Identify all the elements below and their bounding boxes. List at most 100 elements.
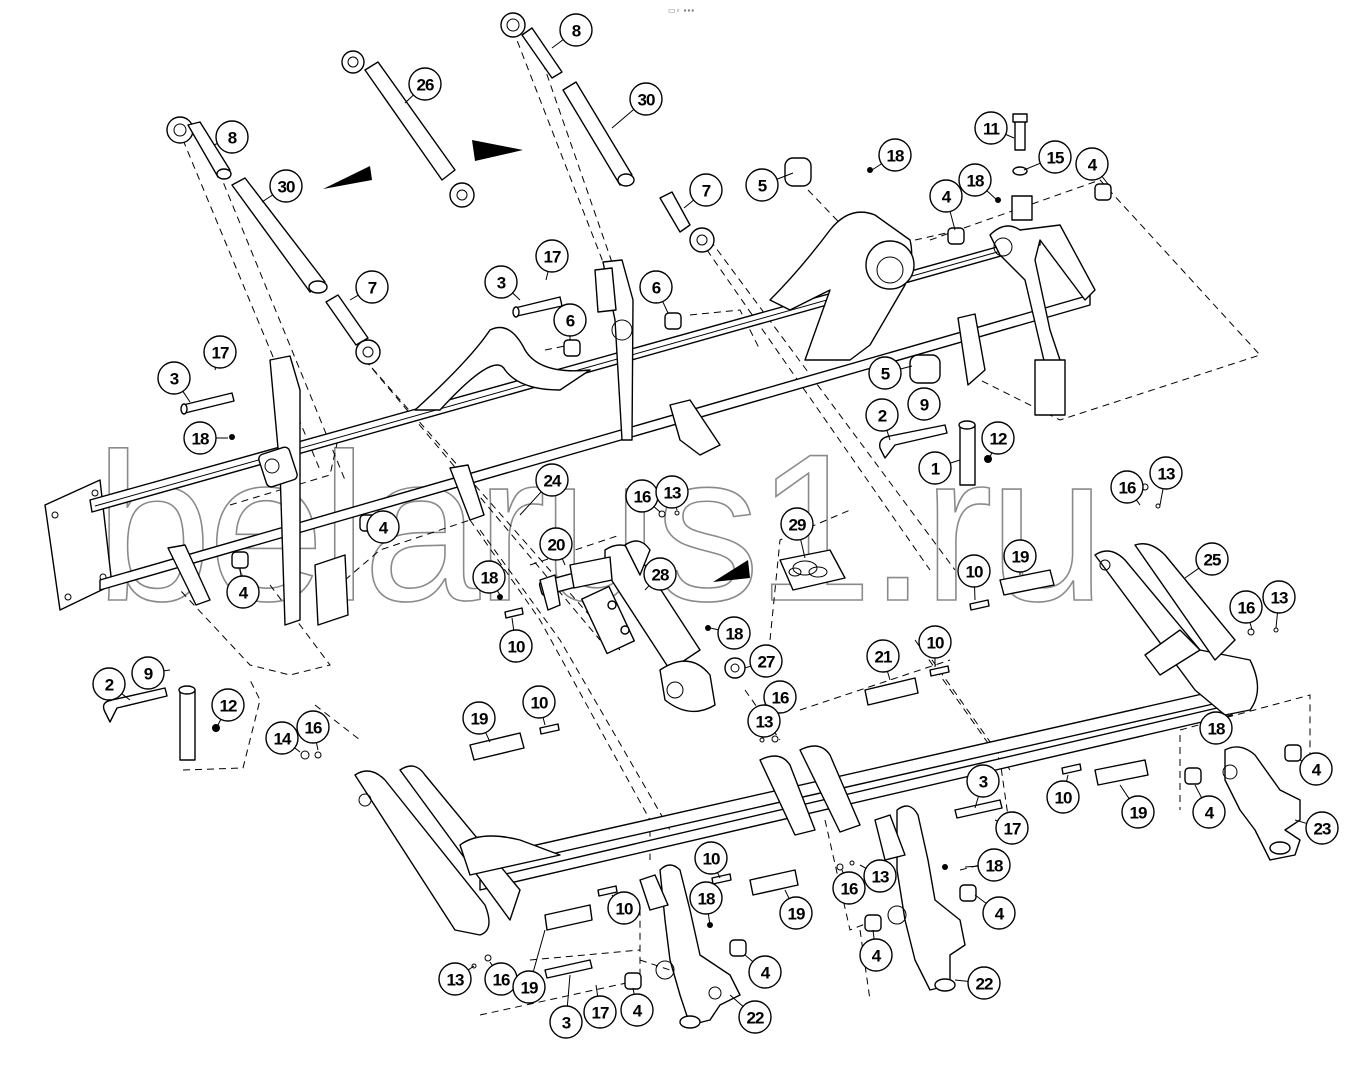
callout-circle xyxy=(629,82,663,116)
callout-leader-line xyxy=(1023,162,1041,171)
callout-leader-line xyxy=(261,194,273,203)
callout-circle xyxy=(749,644,783,678)
callout-number: 18 xyxy=(967,172,984,191)
callout-number: 3 xyxy=(562,1014,571,1033)
part-callout-4: 4 xyxy=(1075,147,1109,185)
part-callout-2: 2 xyxy=(92,667,131,701)
callout-leader-line xyxy=(964,865,979,868)
callout-leader-line xyxy=(239,567,242,577)
lift-arm-22-left[interactable] xyxy=(639,864,741,1029)
part-callout-18: 18 xyxy=(1199,711,1233,745)
callout-circle xyxy=(438,962,472,996)
part-callout-17: 17 xyxy=(203,335,237,371)
callout-number: 16 xyxy=(1119,479,1136,498)
part-callout-17: 17 xyxy=(535,239,569,281)
callout-number: 28 xyxy=(652,566,669,585)
callout-circle xyxy=(863,859,897,893)
callout-leader-line xyxy=(1135,499,1141,506)
callout-circle xyxy=(643,557,677,591)
lift-arm-23[interactable] xyxy=(1222,746,1301,861)
callout-circle xyxy=(1262,580,1296,614)
callout-circle xyxy=(203,335,237,369)
callout-leader-line xyxy=(489,961,493,966)
callout-number: 16 xyxy=(1238,599,1255,618)
callout-leader-line xyxy=(566,974,571,1007)
top-link-center-26[interactable] xyxy=(341,50,475,208)
callout-leader-line xyxy=(217,719,222,726)
callout-number: 4 xyxy=(761,964,771,983)
callout-circle xyxy=(717,616,751,650)
part-callout-13: 13 xyxy=(438,962,475,996)
callout-leader-line xyxy=(1005,133,1015,139)
callout-leader-line xyxy=(561,558,566,566)
part-callout-21: 21 xyxy=(866,639,900,681)
part-callout-7: 7 xyxy=(349,270,389,304)
part-callout-8: 8 xyxy=(551,13,593,49)
callout-leader-line xyxy=(1066,774,1069,782)
callout-number: 4 xyxy=(239,584,249,603)
callout-circle xyxy=(747,704,781,738)
callout-number: 4 xyxy=(1088,156,1098,175)
callout-number: 16 xyxy=(634,488,651,507)
callout-number: 17 xyxy=(212,344,229,363)
callout-circle xyxy=(966,764,1000,798)
callout-number: 4 xyxy=(995,905,1005,924)
callout-circle xyxy=(780,507,814,541)
part-callout-4: 4 xyxy=(744,954,782,989)
callout-circle xyxy=(131,656,165,690)
callout-circle xyxy=(1038,140,1072,174)
callout-circle xyxy=(1046,780,1080,814)
callout-circle xyxy=(157,361,191,395)
callout-leader-line xyxy=(532,929,546,972)
top-link-right[interactable] xyxy=(500,12,715,253)
callout-number: 10 xyxy=(927,634,944,653)
callout-circle xyxy=(583,995,617,1029)
callout-circle xyxy=(1075,147,1109,181)
callout-number: 13 xyxy=(1158,465,1175,484)
callout-leader-line xyxy=(653,506,661,513)
callout-number: 3 xyxy=(979,773,988,792)
callout-number: 6 xyxy=(652,279,661,298)
callout-circle xyxy=(535,239,569,273)
top-link-left[interactable] xyxy=(166,116,381,365)
callout-circle xyxy=(745,168,779,202)
part-callout-4: 4 xyxy=(929,179,963,231)
part-callout-4: 4 xyxy=(974,894,1016,930)
part-callout-19: 19 xyxy=(462,701,496,743)
part-callout-10: 10 xyxy=(957,554,991,601)
callout-circle xyxy=(607,891,641,925)
callout-number: 19 xyxy=(1012,548,1029,567)
callout-leader-line xyxy=(707,913,711,926)
callout-number: 16 xyxy=(305,719,322,738)
hydraulic-cylinder-28[interactable] xyxy=(538,540,746,713)
callout-circle xyxy=(1110,470,1144,504)
part-callout-6: 6 xyxy=(553,303,587,340)
callout-leader-line xyxy=(986,190,998,201)
callout-leader-line xyxy=(349,294,359,301)
part-callout-10: 10 xyxy=(1046,774,1080,814)
header-mark: ▭▫ ▪▪▪ xyxy=(668,6,696,15)
callout-number: 12 xyxy=(220,697,237,716)
callout-circle xyxy=(918,625,952,659)
callout-number: 3 xyxy=(497,274,506,293)
callout-circle xyxy=(472,560,506,594)
callout-circle xyxy=(1199,711,1233,745)
callout-circle xyxy=(269,169,303,203)
part-callout-3: 3 xyxy=(549,974,583,1039)
callout-leader-line xyxy=(709,627,719,631)
upper-frame-24[interactable] xyxy=(44,195,1096,626)
lower-frame-25[interactable] xyxy=(354,543,1259,936)
small-parts[interactable] xyxy=(102,113,1302,990)
callout-circle xyxy=(265,721,299,755)
callout-leader-line xyxy=(1184,567,1200,579)
callout-leader-line xyxy=(729,994,744,1007)
callout-leader-line xyxy=(121,693,131,701)
lift-arm-22-right[interactable] xyxy=(874,805,966,992)
seal-kit-29[interactable] xyxy=(779,549,846,591)
callout-leader-line xyxy=(886,430,891,441)
callout-leader-line xyxy=(872,929,875,940)
callout-number: 5 xyxy=(881,365,890,384)
callout-number: 22 xyxy=(747,1009,764,1028)
callout-leader-line xyxy=(717,872,721,879)
callout-number: 18 xyxy=(986,857,1003,876)
